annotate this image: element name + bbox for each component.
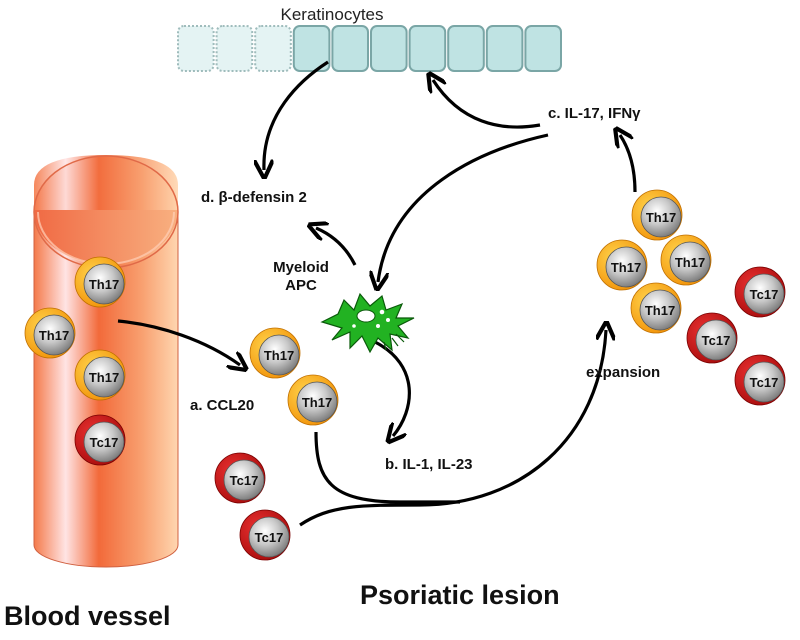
th17-cell: Th17 (249, 327, 301, 379)
arrow-to-expansion (299, 330, 606, 527)
label-blood-vessel: Blood vessel (4, 601, 171, 631)
th17-cell-label: Th17 (645, 303, 675, 318)
th17-cell: Th17 (287, 374, 339, 426)
th17-cell: Th17 (74, 256, 126, 308)
tc17-cell: Tc17 (214, 452, 266, 504)
keratinocyte-cell (447, 25, 485, 72)
keratinocyte-cell (524, 25, 563, 72)
label-c-il17: c. IL-17, IFNγ (548, 105, 641, 122)
tc17-cell-label: Tc17 (90, 435, 119, 450)
myeloid-apc (320, 292, 415, 354)
label-psoriatic-lesion: Psoriatic lesion (360, 580, 560, 610)
keratinocyte-cell-faded (254, 25, 292, 72)
label-expansion: expansion (586, 364, 660, 381)
th17-cell-label: Th17 (39, 328, 69, 343)
tc17-cell: Tc17 (74, 414, 126, 466)
label-a-ccl20: a. CCL20 (190, 397, 254, 414)
th17-cell: Th17 (74, 349, 126, 401)
tc17-cell: Tc17 (734, 266, 786, 318)
keratinocyte-cell (485, 25, 524, 72)
th17-cell-label: Th17 (89, 370, 119, 385)
tc17-cell-label: Tc17 (702, 333, 731, 348)
keratinocytes-label: Keratinocytes (281, 5, 384, 24)
keratinocyte-cell (292, 25, 331, 72)
tc17-cell: Tc17 (686, 312, 738, 364)
keratinocyte-cells (177, 25, 563, 72)
arrow-keratinocytes-to-defensin (264, 60, 329, 170)
keratinocyte-layer: Keratinocytes (177, 5, 563, 72)
tc17-cell-label: Tc17 (255, 530, 284, 545)
arrow-cytokines-to-apc (378, 133, 549, 282)
label-d-defensin: d. β-defensin 2 (201, 189, 307, 206)
tc17-cell-label: Tc17 (230, 473, 259, 488)
keratinocyte-cell (408, 25, 447, 72)
tc17-cell-label: Tc17 (750, 287, 779, 302)
arrow-cytokines-to-keratinocytes (433, 80, 541, 129)
keratinocyte-cell (331, 25, 369, 72)
arrow-apc-to-defensin (316, 228, 357, 266)
tc17-cell: Tc17 (734, 354, 786, 406)
arrow-apc-to-il23 (374, 340, 411, 436)
tc17-cell: Tc17 (239, 509, 291, 561)
arrow-expansion-to-cytokines (620, 135, 637, 193)
arrow-vessel-to-lesion (117, 319, 240, 365)
label-apc-line2: APC (285, 277, 317, 294)
th17-cell: Th17 (24, 307, 76, 359)
keratinocyte-cell-faded (215, 25, 254, 72)
arrow-th17-merge (314, 431, 460, 504)
keratinocyte-cell (370, 25, 408, 72)
pathway-arrows (117, 60, 637, 527)
th17-cell: Th17 (660, 234, 712, 286)
th17-cell-label: Th17 (302, 395, 332, 410)
th17-cell-label: Th17 (611, 260, 641, 275)
th17-cell: Th17 (596, 239, 648, 291)
th17-cell-label: Th17 (264, 348, 294, 363)
keratinocyte-cell-faded (177, 25, 215, 72)
th17-cell-label: Th17 (675, 255, 705, 270)
th17-cell-label: Th17 (646, 210, 676, 225)
labels: d. β-defensin 2 c. IL-17, IFNγ Myeloid A… (4, 105, 660, 631)
th17-cell: Th17 (630, 282, 682, 334)
th17-cell-label: Th17 (89, 277, 119, 292)
label-b-il1-il23: b. IL-1, IL-23 (385, 456, 473, 473)
th17-cell: Th17 (631, 189, 683, 241)
tc17-cell-label: Tc17 (750, 375, 779, 390)
t-cells: Th17Th17Th17Tc17Th17Th17Tc17Tc17Th17Th17… (24, 189, 786, 561)
label-apc-line1: Myeloid (273, 259, 329, 276)
